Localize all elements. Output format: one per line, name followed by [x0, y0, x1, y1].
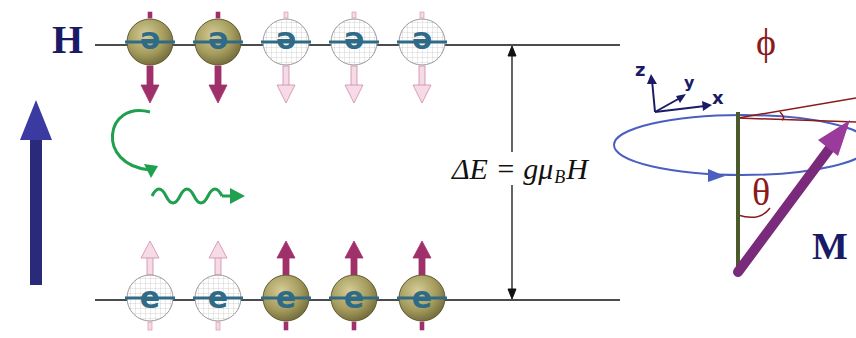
electron-letter: e — [125, 17, 175, 67]
electron-sphere: e — [261, 273, 311, 323]
electron-letter: e — [125, 273, 175, 323]
electron-letter: e — [193, 17, 243, 67]
photon-arrow — [144, 164, 158, 178]
electron-sphere: e — [193, 273, 243, 323]
electron-letter: e — [329, 17, 379, 67]
electron-sphere: e — [125, 273, 175, 323]
electron-sphere: e — [261, 17, 311, 67]
axis-name: x — [712, 88, 724, 108]
axis-name: z — [635, 60, 645, 80]
angle-symbol: ϕ — [756, 22, 776, 64]
electron-letter: e — [193, 273, 243, 323]
photon-arrow — [230, 188, 245, 204]
electron-letter: e — [397, 273, 447, 323]
electron-letter: e — [261, 17, 311, 67]
angle-symbol: θ — [752, 172, 770, 214]
vector-symbol: M — [812, 226, 848, 268]
axis-line — [736, 112, 740, 272]
electron-letter: e — [261, 273, 311, 323]
energy-formula: ΔE = gμ — [452, 152, 553, 185]
electron-sphere: e — [329, 273, 379, 323]
electron-sphere: e — [125, 17, 175, 67]
electron-sphere: e — [329, 17, 379, 67]
axes — [647, 74, 712, 112]
axis-name: y — [684, 74, 694, 92]
magnetization-arrow — [738, 120, 850, 272]
photon-arrow — [112, 111, 232, 203]
spin-arrows — [141, 12, 431, 330]
electron-sphere: e — [397, 17, 447, 67]
electron-letter: e — [397, 17, 447, 67]
formula-subscript: B — [554, 168, 565, 188]
field-symbol: H — [52, 18, 83, 62]
electron-sphere: e — [193, 17, 243, 67]
electron-letter: e — [329, 273, 379, 323]
electron-sphere: e — [397, 273, 447, 323]
formula-part: H — [566, 152, 588, 185]
orbit-arrowhead — [708, 169, 725, 182]
field-arrow — [20, 100, 52, 285]
